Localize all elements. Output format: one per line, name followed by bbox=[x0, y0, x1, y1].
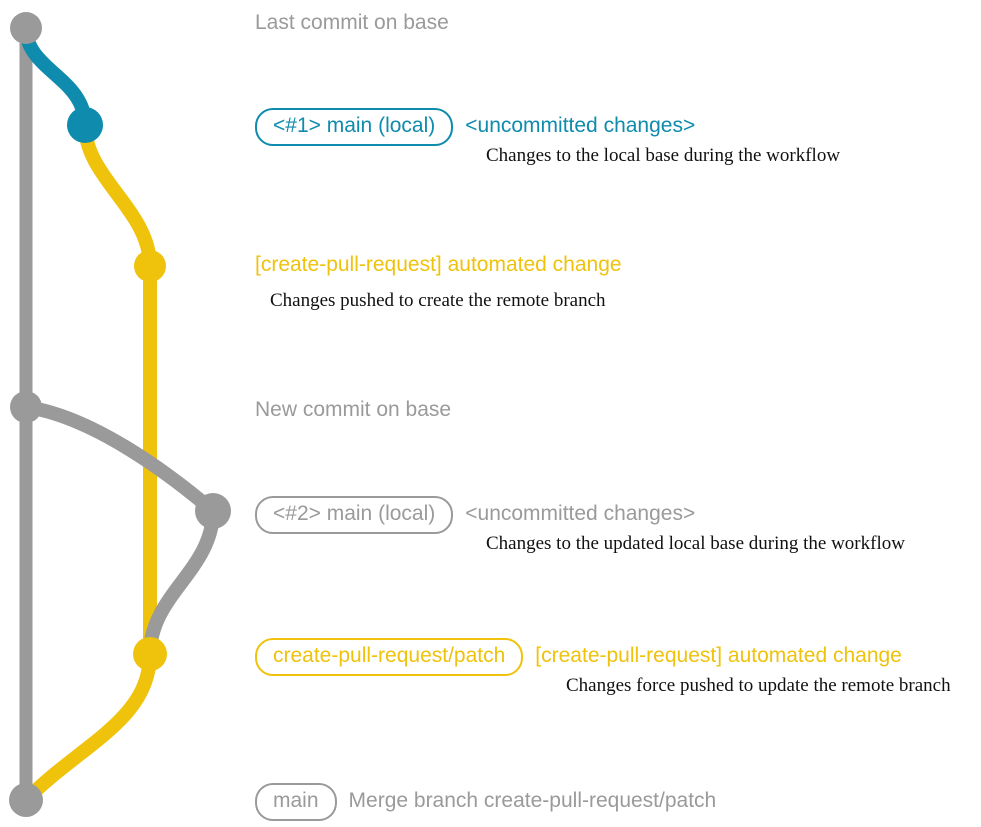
commit-subject: <uncommitted changes> bbox=[465, 114, 696, 137]
commit-node-last-commit-on-base[interactable] bbox=[10, 12, 42, 44]
commit-row-new-commit-on-base: New commit on base bbox=[255, 397, 451, 422]
commit-note-local-commit-2: Changes to the updated local base during… bbox=[486, 533, 905, 554]
ref-chip-label: main bbox=[255, 783, 337, 821]
commit-subject: <uncommitted changes> bbox=[465, 502, 696, 525]
graph-edges bbox=[19, 21, 220, 807]
graph-nodes bbox=[9, 12, 231, 817]
commit-subject: [create-pull-request] automated change bbox=[535, 644, 902, 667]
commit-note-automated-change-1: Changes pushed to create the remote bran… bbox=[270, 290, 606, 311]
edge-base2-to-local2 bbox=[19, 400, 220, 518]
commit-row-last-commit-on-base: Last commit on base bbox=[255, 10, 449, 35]
edge-patch2-to-merge bbox=[19, 647, 157, 807]
ref-chip-main-local-2[interactable]: <#2> main (local) bbox=[255, 496, 454, 534]
commit-note-automated-change-2: Changes force pushed to update the remot… bbox=[566, 675, 951, 696]
commit-row-local-commit-1: <#1> main (local) <uncommitted changes> bbox=[255, 108, 695, 146]
ref-chip-create-pull-request-patch[interactable]: create-pull-request/patch bbox=[255, 638, 524, 676]
ref-chip-main[interactable]: main bbox=[255, 783, 337, 821]
commit-row-automated-change-2: create-pull-request/patch [create-pull-r… bbox=[255, 638, 902, 676]
edge-local2-to-patch2 bbox=[143, 504, 220, 661]
commit-node-automated-change-1[interactable] bbox=[134, 250, 166, 282]
commit-subject: New commit on base bbox=[255, 398, 452, 421]
ref-chip-label: <#2> main (local) bbox=[255, 496, 454, 534]
commit-node-merge-commit[interactable] bbox=[9, 783, 43, 817]
commit-node-local-commit-1[interactable] bbox=[67, 107, 103, 143]
ref-chip-label: <#1> main (local) bbox=[255, 108, 454, 146]
commit-row-automated-change-1: [create-pull-request] automated change bbox=[255, 252, 622, 277]
commit-subject: Merge branch create-pull-request/patch bbox=[348, 789, 717, 812]
commit-row-local-commit-2: <#2> main (local) <uncommitted changes> bbox=[255, 496, 695, 534]
commit-row-merge-commit: main Merge branch create-pull-request/pa… bbox=[255, 783, 716, 821]
commit-node-local-commit-2[interactable] bbox=[195, 493, 231, 529]
commit-note-local-commit-1: Changes to the local base during the wor… bbox=[486, 145, 841, 166]
ref-chip-label: create-pull-request/patch bbox=[255, 638, 524, 676]
commit-node-new-commit-on-base[interactable] bbox=[10, 391, 42, 423]
commit-node-automated-change-2[interactable] bbox=[133, 637, 167, 671]
commit-subject: [create-pull-request] automated change bbox=[255, 253, 622, 276]
edge-local1-to-patch1 bbox=[78, 118, 157, 273]
commit-subject: Last commit on base bbox=[255, 11, 449, 34]
ref-chip-main-local-1[interactable]: <#1> main (local) bbox=[255, 108, 454, 146]
